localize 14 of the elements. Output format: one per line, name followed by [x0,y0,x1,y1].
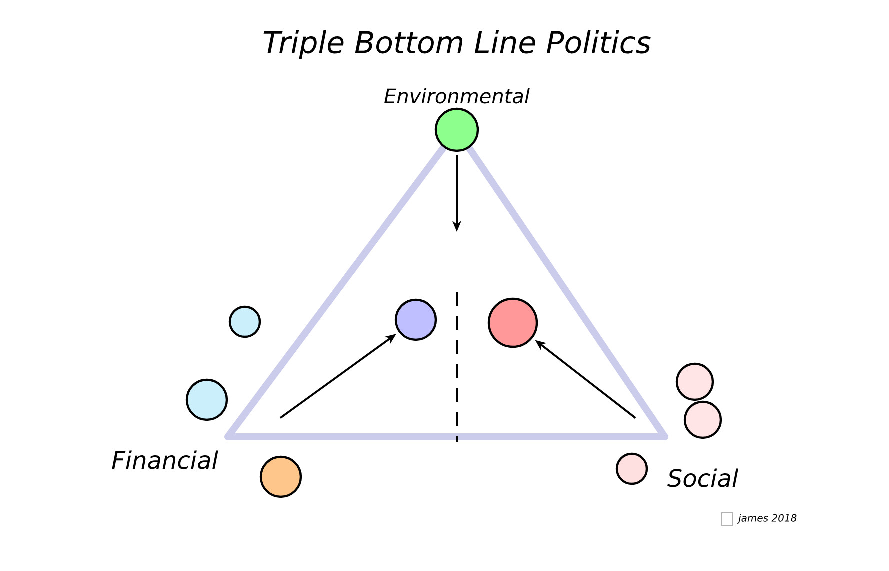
circle [186,378,228,422]
circle [616,452,648,486]
title: Triple Bottom Line Politics [264,30,651,60]
circle [260,456,302,498]
corner-label: Social [668,468,738,488]
circle [684,400,722,440]
circle [228,306,262,338]
circle [488,298,538,348]
circle [676,362,714,402]
signature: james 2018 [737,514,797,524]
corner-label: Financial [112,450,218,470]
circle [394,298,438,342]
circle [384,88,530,152]
node-label: Environmental [384,88,530,104]
